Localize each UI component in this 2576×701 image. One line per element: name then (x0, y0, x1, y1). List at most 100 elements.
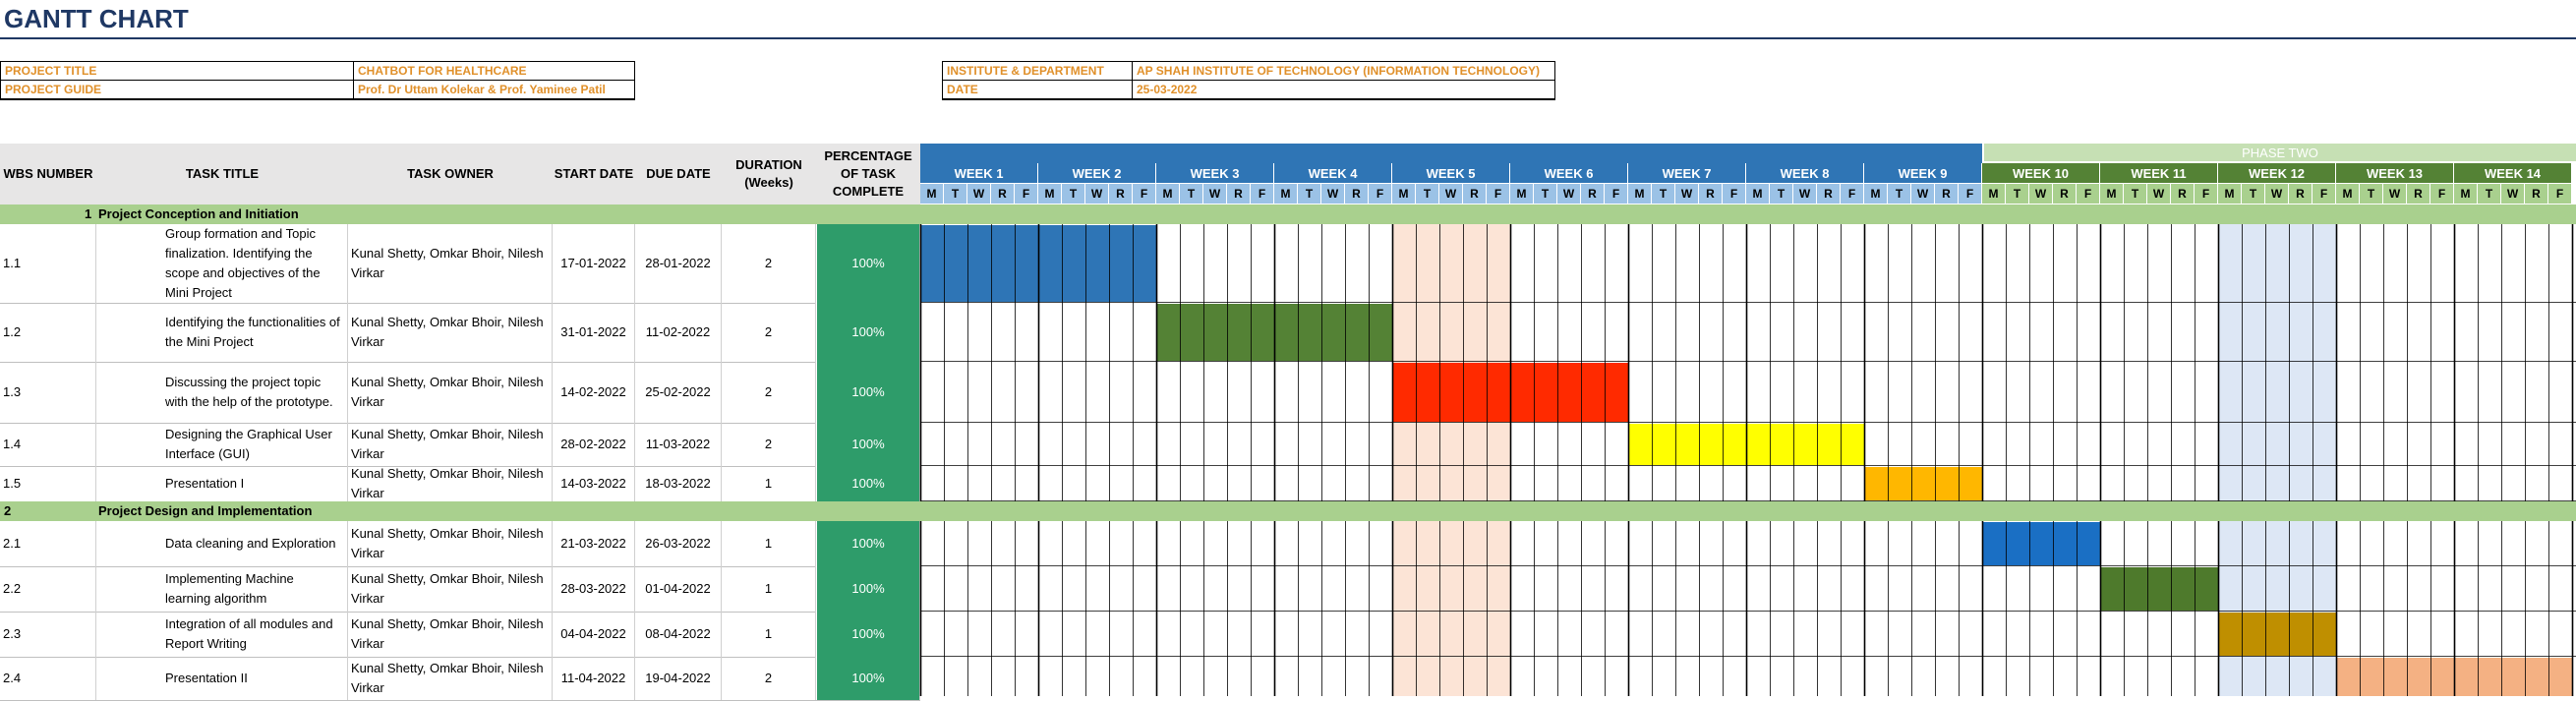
due-date-cell: 26-03-2022 (635, 521, 722, 566)
project-info-table: PROJECT TITLE CHATBOT FOR HEALTHCARE PRO… (0, 61, 635, 100)
task-title-cell: Identifying the functionalities of the M… (96, 303, 348, 362)
day-label-r: R (2289, 184, 2313, 204)
day-label-m: M (2218, 184, 2242, 204)
phase-name: Project Conception and Initiation (98, 206, 299, 221)
day-label-t: T (1298, 184, 1321, 204)
duration-cell: 1 (722, 612, 816, 657)
week-header-9: WEEK 9 (1864, 163, 1982, 183)
week-header-8: WEEK 8 (1746, 163, 1864, 183)
day-label-w: W (1321, 184, 1345, 204)
project-guide-value[interactable]: Prof. Dr Uttam Kolekar & Prof. Yaminee P… (353, 80, 635, 100)
duration-cell: 2 (722, 224, 816, 303)
day-label-w: W (1911, 184, 1935, 204)
day-label-t: T (1416, 184, 1439, 204)
week-header-10: WEEK 10 (1982, 163, 2100, 183)
duration-cell: 1 (722, 466, 816, 501)
day-label-r: R (2525, 184, 2548, 204)
wbs-cell: 1.3 (0, 362, 96, 423)
date-value[interactable]: 25-03-2022 (1132, 80, 1555, 100)
task-title-cell: Group formation and Topic finalization. … (96, 224, 348, 303)
page-title: GANTT CHART (4, 4, 189, 33)
due-date-cell: 19-04-2022 (635, 657, 722, 700)
day-label-w: W (1439, 184, 1463, 204)
header-duration: DURATION (Weeks) (722, 144, 816, 204)
highlight-week-band (1392, 657, 1510, 696)
day-label-w: W (967, 184, 991, 204)
day-label-t: T (2242, 184, 2265, 204)
highlight-week-band (1392, 303, 1510, 362)
duration-cell: 1 (722, 521, 816, 566)
day-label-f: F (1605, 184, 1628, 204)
day-label-r: R (1699, 184, 1723, 204)
date-label: DATE (942, 80, 1133, 100)
highlight-week-band (2218, 423, 2336, 466)
task-title-cell: Presentation I (96, 466, 348, 501)
start-date-cell: 14-03-2022 (553, 466, 635, 501)
highlight-week-band (2218, 362, 2336, 423)
highlight-week-band (1392, 566, 1510, 612)
task-title-cell: Designing the Graphical User Interface (… (96, 423, 348, 466)
start-date-cell: 14-02-2022 (553, 362, 635, 423)
phase-one-header-bar (920, 144, 1982, 163)
week-header-13: WEEK 13 (2336, 163, 2454, 183)
gantt-bar-1.5 (1864, 467, 1982, 500)
highlight-week-band (2218, 521, 2336, 566)
percentage-cell: 100% (816, 566, 920, 612)
phase-name: Project Design and Implementation (98, 503, 313, 518)
institute-value[interactable]: AP SHAH INSTITUTE OF TECHNOLOGY (INFORMA… (1132, 61, 1555, 81)
duration-cell: 2 (722, 303, 816, 362)
day-label-f: F (2430, 184, 2454, 204)
task-owner-cell: Kunal Shetty, Omkar Bhoir, Nilesh Virkar (348, 612, 553, 657)
due-date-cell: 08-04-2022 (635, 612, 722, 657)
institute-info-table: INSTITUTE & DEPARTMENT AP SHAH INSTITUTE… (942, 61, 1555, 100)
day-label-r: R (1109, 184, 1133, 204)
task-owner-cell: Kunal Shetty, Omkar Bhoir, Nilesh Virkar (348, 521, 553, 566)
day-label-m: M (1510, 184, 1534, 204)
week-header-11: WEEK 11 (2100, 163, 2218, 183)
day-label-w: W (1675, 184, 1699, 204)
project-title-value[interactable]: CHATBOT FOR HEALTHCARE (353, 61, 635, 81)
task-title-cell: Implementing Machine learning algorithm (96, 566, 348, 612)
task-owner-cell: Kunal Shetty, Omkar Bhoir, Nilesh Virkar (348, 362, 553, 423)
day-label-r: R (2053, 184, 2077, 204)
day-label-t: T (2478, 184, 2501, 204)
day-label-r: R (1463, 184, 1487, 204)
week-header-3: WEEK 3 (1156, 163, 1274, 183)
percentage-cell: 100% (816, 362, 920, 423)
day-label-r: R (1345, 184, 1369, 204)
due-date-cell: 11-02-2022 (635, 303, 722, 362)
gantt-bar-2.1 (1982, 522, 2100, 565)
start-date-cell: 11-04-2022 (553, 657, 635, 700)
duration-cell: 1 (722, 566, 816, 612)
duration-cell: 2 (722, 362, 816, 423)
institute-label: INSTITUTE & DEPARTMENT (942, 61, 1133, 81)
title-divider (0, 37, 2576, 39)
wbs-cell: 1.2 (0, 303, 96, 362)
highlight-week-band (2218, 224, 2336, 303)
percentage-cell: 100% (816, 657, 920, 700)
wbs-cell: 1.5 (0, 466, 96, 501)
phase-number: 1 (85, 206, 92, 221)
task-owner-cell: Kunal Shetty, Omkar Bhoir, Nilesh Virkar (348, 224, 553, 303)
start-date-cell: 04-04-2022 (553, 612, 635, 657)
wbs-cell: 1.1 (0, 224, 96, 303)
task-owner-cell: Kunal Shetty, Omkar Bhoir, Nilesh Virkar (348, 303, 553, 362)
wbs-cell: 1.4 (0, 423, 96, 466)
day-label-w: W (1203, 184, 1227, 204)
task-title-cell: Presentation II (96, 657, 348, 700)
header-task-title: TASK TITLE (96, 144, 348, 204)
task-owner-cell: Kunal Shetty, Omkar Bhoir, Nilesh Virkar (348, 466, 553, 501)
day-label-t: T (1180, 184, 1203, 204)
day-label-r: R (991, 184, 1015, 204)
day-label-f: F (1251, 184, 1274, 204)
percentage-cell: 100% (816, 612, 920, 657)
